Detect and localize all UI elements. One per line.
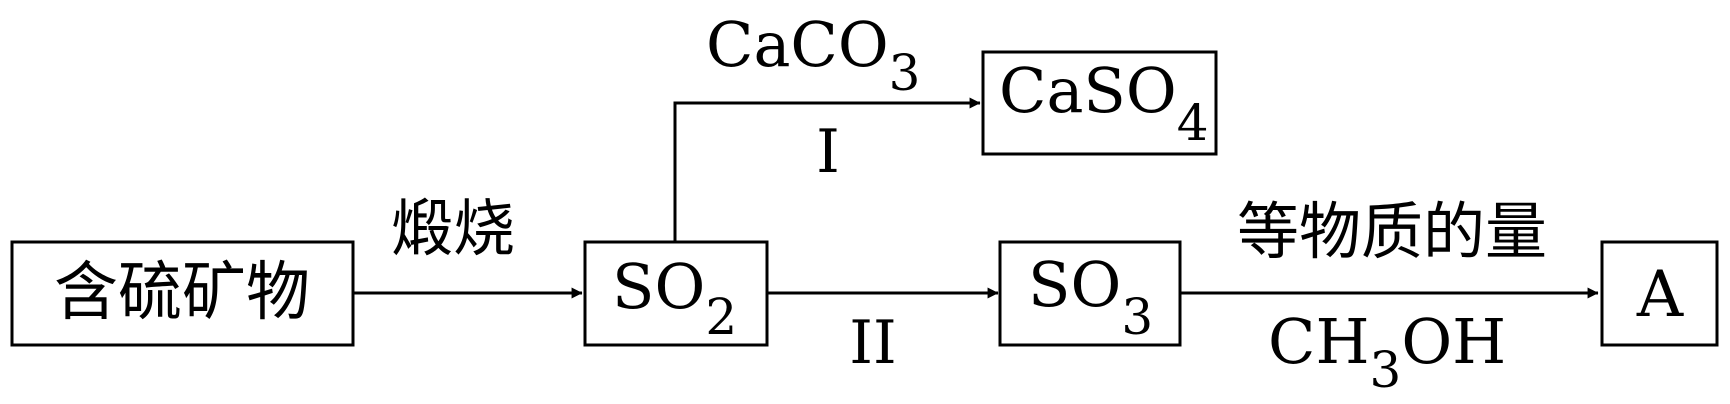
so3-subscript: 3 [1121, 288, 1153, 346]
caco3-base: CaCO [706, 8, 889, 81]
ch3oh-post: OH [1401, 305, 1506, 378]
edge-step-2-roman: II [849, 308, 896, 378]
node-a-label: A [1636, 258, 1684, 332]
caso4-subscript: 4 [1177, 94, 1209, 152]
node-a-box [1600, 240, 1719, 347]
ch3oh-subscript: 3 [1370, 341, 1402, 399]
node-ore-label: 含硫矿物 [54, 256, 310, 330]
edge-step-3-label: 等物质的量 [1237, 195, 1547, 268]
node-so2-box [583, 240, 769, 347]
ch3oh-pre: CH [1268, 305, 1370, 378]
node-caso4-box [981, 50, 1218, 156]
node-so3-label: SO3 [1028, 248, 1153, 346]
edge-step-3-reagent: CH3OH [1268, 305, 1506, 399]
node-ore-box [10, 240, 355, 347]
so2-subscript: 2 [705, 288, 737, 346]
caco3-subscript: 3 [889, 44, 921, 102]
so2-base: SO [612, 250, 705, 323]
arrow-step-1 [673, 97, 981, 242]
node-so2-label: SO2 [612, 250, 737, 346]
node-so3-box [998, 240, 1182, 347]
edge-step-1-roman: I [816, 117, 840, 187]
node-caso4-label: CaSO4 [999, 54, 1209, 152]
caso4-base: CaSO [999, 54, 1177, 127]
edge-step-1-reagent: CaCO3 [706, 8, 920, 102]
edge-roast-label: 煅烧 [391, 192, 515, 265]
so3-base: SO [1028, 248, 1121, 321]
